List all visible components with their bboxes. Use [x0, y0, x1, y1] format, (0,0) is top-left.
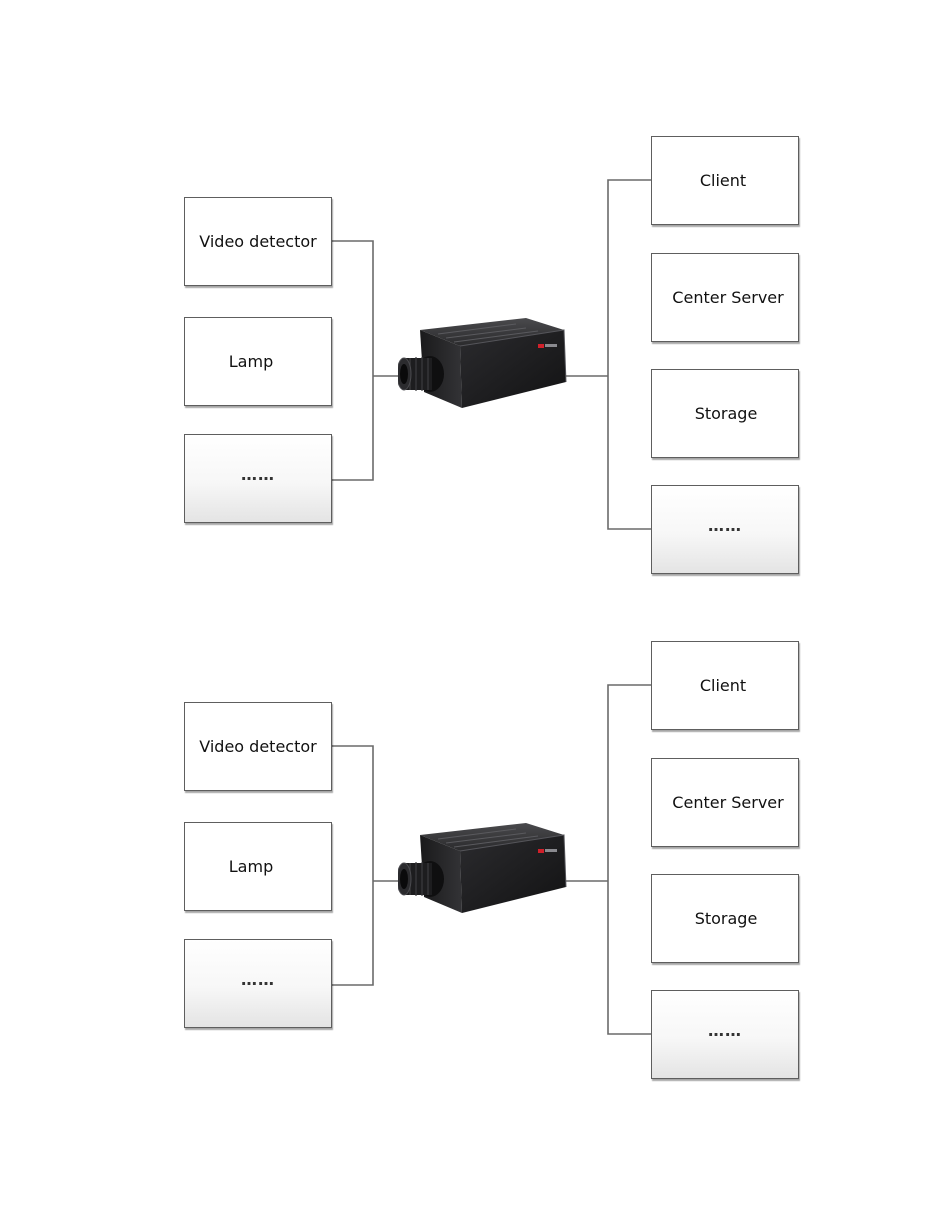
- storage-box: Storage: [651, 874, 799, 963]
- device-label: Client: [700, 171, 746, 190]
- lamp-box: Lamp: [184, 317, 332, 406]
- center-server-box: Center Server: [651, 758, 799, 847]
- center-server-box: Center Server: [651, 253, 799, 342]
- more-output-devices-box: ……: [651, 990, 799, 1079]
- client-box: Client: [651, 641, 799, 730]
- camera-icon: [398, 312, 570, 416]
- device-label: Video detector: [199, 232, 316, 251]
- network-diagram-2: Video detector Lamp ……: [0, 635, 950, 1095]
- lamp-box: Lamp: [184, 822, 332, 911]
- client-box: Client: [651, 136, 799, 225]
- network-diagram-1: Video detector Lamp ……: [0, 130, 950, 590]
- device-label: Lamp: [229, 857, 273, 876]
- camera-icon: [398, 817, 570, 921]
- device-label: Storage: [695, 404, 758, 423]
- more-input-devices-box: ……: [184, 434, 332, 523]
- ellipsis-label: ……: [708, 516, 742, 535]
- device-label: Video detector: [199, 737, 316, 756]
- ellipsis-label: ……: [708, 1021, 742, 1040]
- video-detector-box: Video detector: [184, 702, 332, 791]
- device-label: Client: [700, 676, 746, 695]
- device-label: Center Server: [672, 288, 783, 307]
- ellipsis-label: ……: [241, 970, 275, 989]
- more-input-devices-box: ……: [184, 939, 332, 1028]
- video-detector-box: Video detector: [184, 197, 332, 286]
- device-label: Lamp: [229, 352, 273, 371]
- ellipsis-label: ……: [241, 465, 275, 484]
- device-label: Center Server: [672, 793, 783, 812]
- device-label: Storage: [695, 909, 758, 928]
- more-output-devices-box: ……: [651, 485, 799, 574]
- storage-box: Storage: [651, 369, 799, 458]
